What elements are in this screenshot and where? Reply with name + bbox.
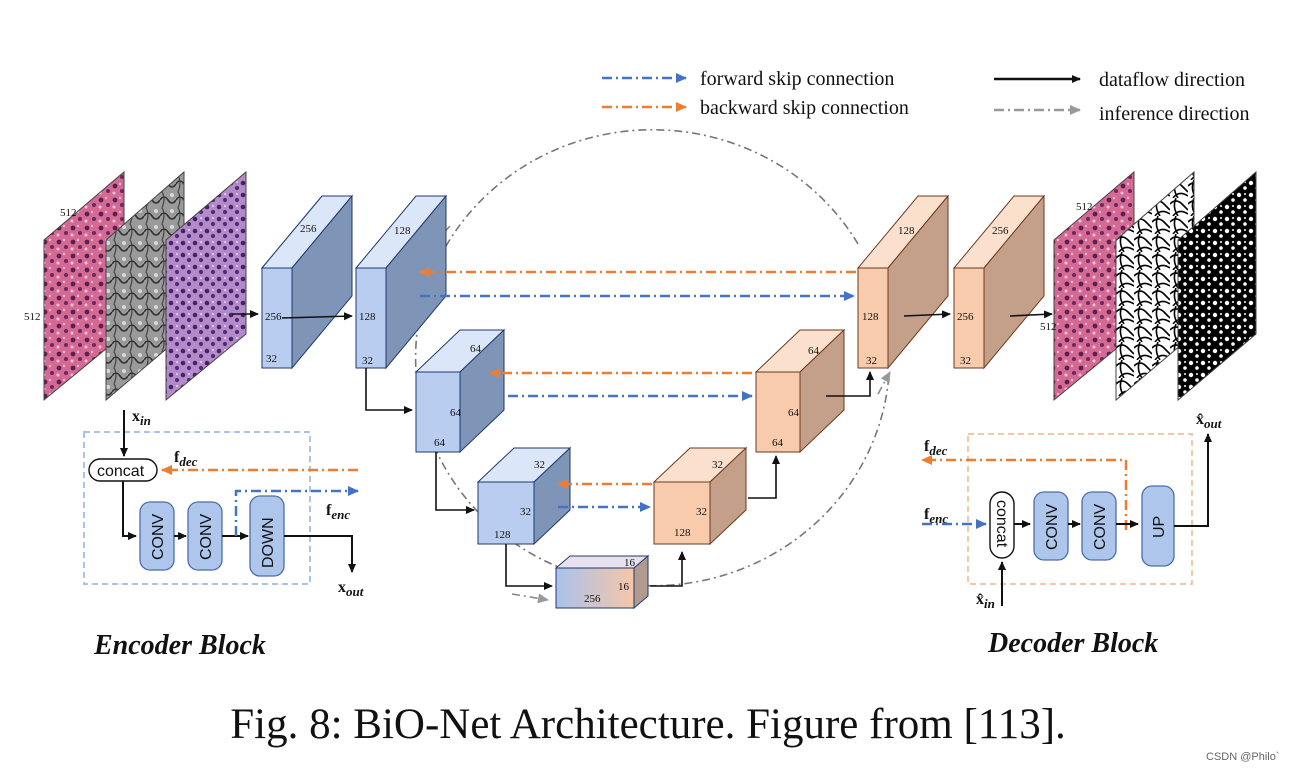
enc4-bottom: 128	[494, 529, 511, 541]
dec-x-hat-out: x̂out	[1196, 411, 1222, 431]
input-dim-side: 512	[24, 311, 41, 323]
enc-fenc-arrow	[234, 486, 359, 536]
legend-forward: forward skip connection	[602, 68, 894, 90]
legend: forward skip connection backward skip co…	[602, 68, 1249, 125]
dec-conv-2	[1081, 491, 1117, 561]
enc1-top: 256	[300, 223, 317, 235]
dec1-bottom: 128	[674, 527, 691, 539]
input-image-histology	[165, 170, 247, 402]
legend-backward: backward skip connection	[602, 97, 909, 119]
enc1-side: 256	[265, 311, 282, 323]
decoder-cube-2: 64 64 64	[754, 328, 846, 454]
input-dim-top: 512	[60, 207, 77, 219]
enc3-top: 64	[470, 343, 482, 355]
decoder-block-frame	[967, 433, 1193, 585]
enc-f-dec: fdec	[174, 449, 198, 469]
enc2-bottom: 32	[362, 355, 373, 367]
decoder-cube-1: 32 32 128	[652, 446, 748, 546]
encoder-block-frame	[83, 431, 311, 585]
dec-concat-label: concat	[993, 500, 1010, 548]
input-images: 512 512	[24, 170, 247, 402]
bneck-side: 16	[618, 581, 630, 593]
enc-x-out: xout	[338, 579, 364, 599]
legend-dataflow: dataflow direction	[994, 69, 1245, 91]
dec3-side: 128	[862, 311, 879, 323]
bottleneck-cube: 16 16 256	[554, 554, 650, 610]
legend-inference: inference direction	[994, 103, 1249, 125]
dataflow-arrows	[232, 310, 1053, 590]
legend-inference-label: inference direction	[1099, 103, 1249, 125]
enc3-bottom: 64	[434, 437, 446, 449]
dec1-top: 32	[712, 459, 723, 471]
enc4-top: 32	[534, 459, 545, 471]
dec-x-hat-in: x̂in	[976, 591, 995, 611]
enc-x-in: xin	[132, 408, 151, 428]
output-dim-top: 512	[1076, 201, 1093, 213]
enc-f-enc: fenc	[326, 502, 350, 522]
figure-caption: Fig. 8: BiO-Net Architecture. Figure fro…	[230, 701, 1066, 748]
watermark: CSDN @Philo`	[1206, 751, 1280, 763]
decoder-cube-3: 128 128 32	[856, 194, 950, 370]
dec4-bottom: 32	[960, 355, 971, 367]
enc2-top: 128	[394, 225, 411, 237]
enc-concat-label: concat	[97, 463, 145, 480]
dec4-side: 256	[957, 311, 974, 323]
encoder-cube-4: 32 32 128	[476, 446, 572, 546]
legend-forward-label: forward skip connection	[700, 68, 894, 90]
skip-connections	[419, 267, 856, 512]
decoder-cube-4: 256 256 32	[952, 194, 1046, 370]
dec-fdec-arrow	[921, 455, 1128, 530]
enc2-side: 128	[359, 311, 376, 323]
dec2-top: 64	[808, 345, 820, 357]
encoder-cube-1: 256 256 32	[260, 194, 354, 370]
dec-up-label: UP	[1151, 516, 1168, 538]
encoder-block: xin concat fdec CONV CONV fenc DOWN xout…	[83, 408, 364, 661]
enc4-side: 32	[520, 506, 531, 518]
dec2-side: 64	[788, 407, 800, 419]
dec1-side: 32	[696, 506, 707, 518]
dec2-bottom: 64	[772, 437, 784, 449]
decoder-block-title: Decoder Block	[987, 628, 1158, 659]
dec-f-dec: fdec	[924, 438, 948, 458]
encoder-cube-2: 128 128 32	[354, 194, 448, 370]
dec-conv-2-label: CONV	[1092, 503, 1109, 550]
enc-conv-2-label: CONV	[198, 513, 215, 560]
legend-dataflow-label: dataflow direction	[1099, 69, 1245, 91]
output-dim-side: 512	[1040, 321, 1057, 333]
encoder-cube-3: 64 64 64	[414, 328, 506, 454]
dec-conv-1-label: CONV	[1044, 503, 1061, 550]
dec3-top: 128	[898, 225, 915, 237]
output-image-mask-2	[1177, 170, 1257, 402]
enc1-bottom: 32	[266, 353, 277, 365]
enc-conv-1-label: CONV	[150, 513, 167, 560]
encoder-block-title: Encoder Block	[93, 630, 266, 661]
bneck-top: 16	[624, 557, 636, 569]
output-images: 512	[1053, 170, 1257, 402]
dec-f-enc: fenc	[924, 506, 948, 526]
bneck-bottom: 256	[584, 593, 601, 605]
legend-backward-label: backward skip connection	[700, 97, 909, 119]
decoder-block: fdec fenc concat CONV CONV UP x̂out x̂in…	[921, 411, 1222, 659]
enc3-side: 64	[450, 407, 462, 419]
dec-conv-1	[1033, 491, 1069, 561]
dec3-bottom: 32	[866, 355, 877, 367]
dec4-top: 256	[992, 225, 1009, 237]
enc-down-label: DOWN	[260, 517, 277, 568]
